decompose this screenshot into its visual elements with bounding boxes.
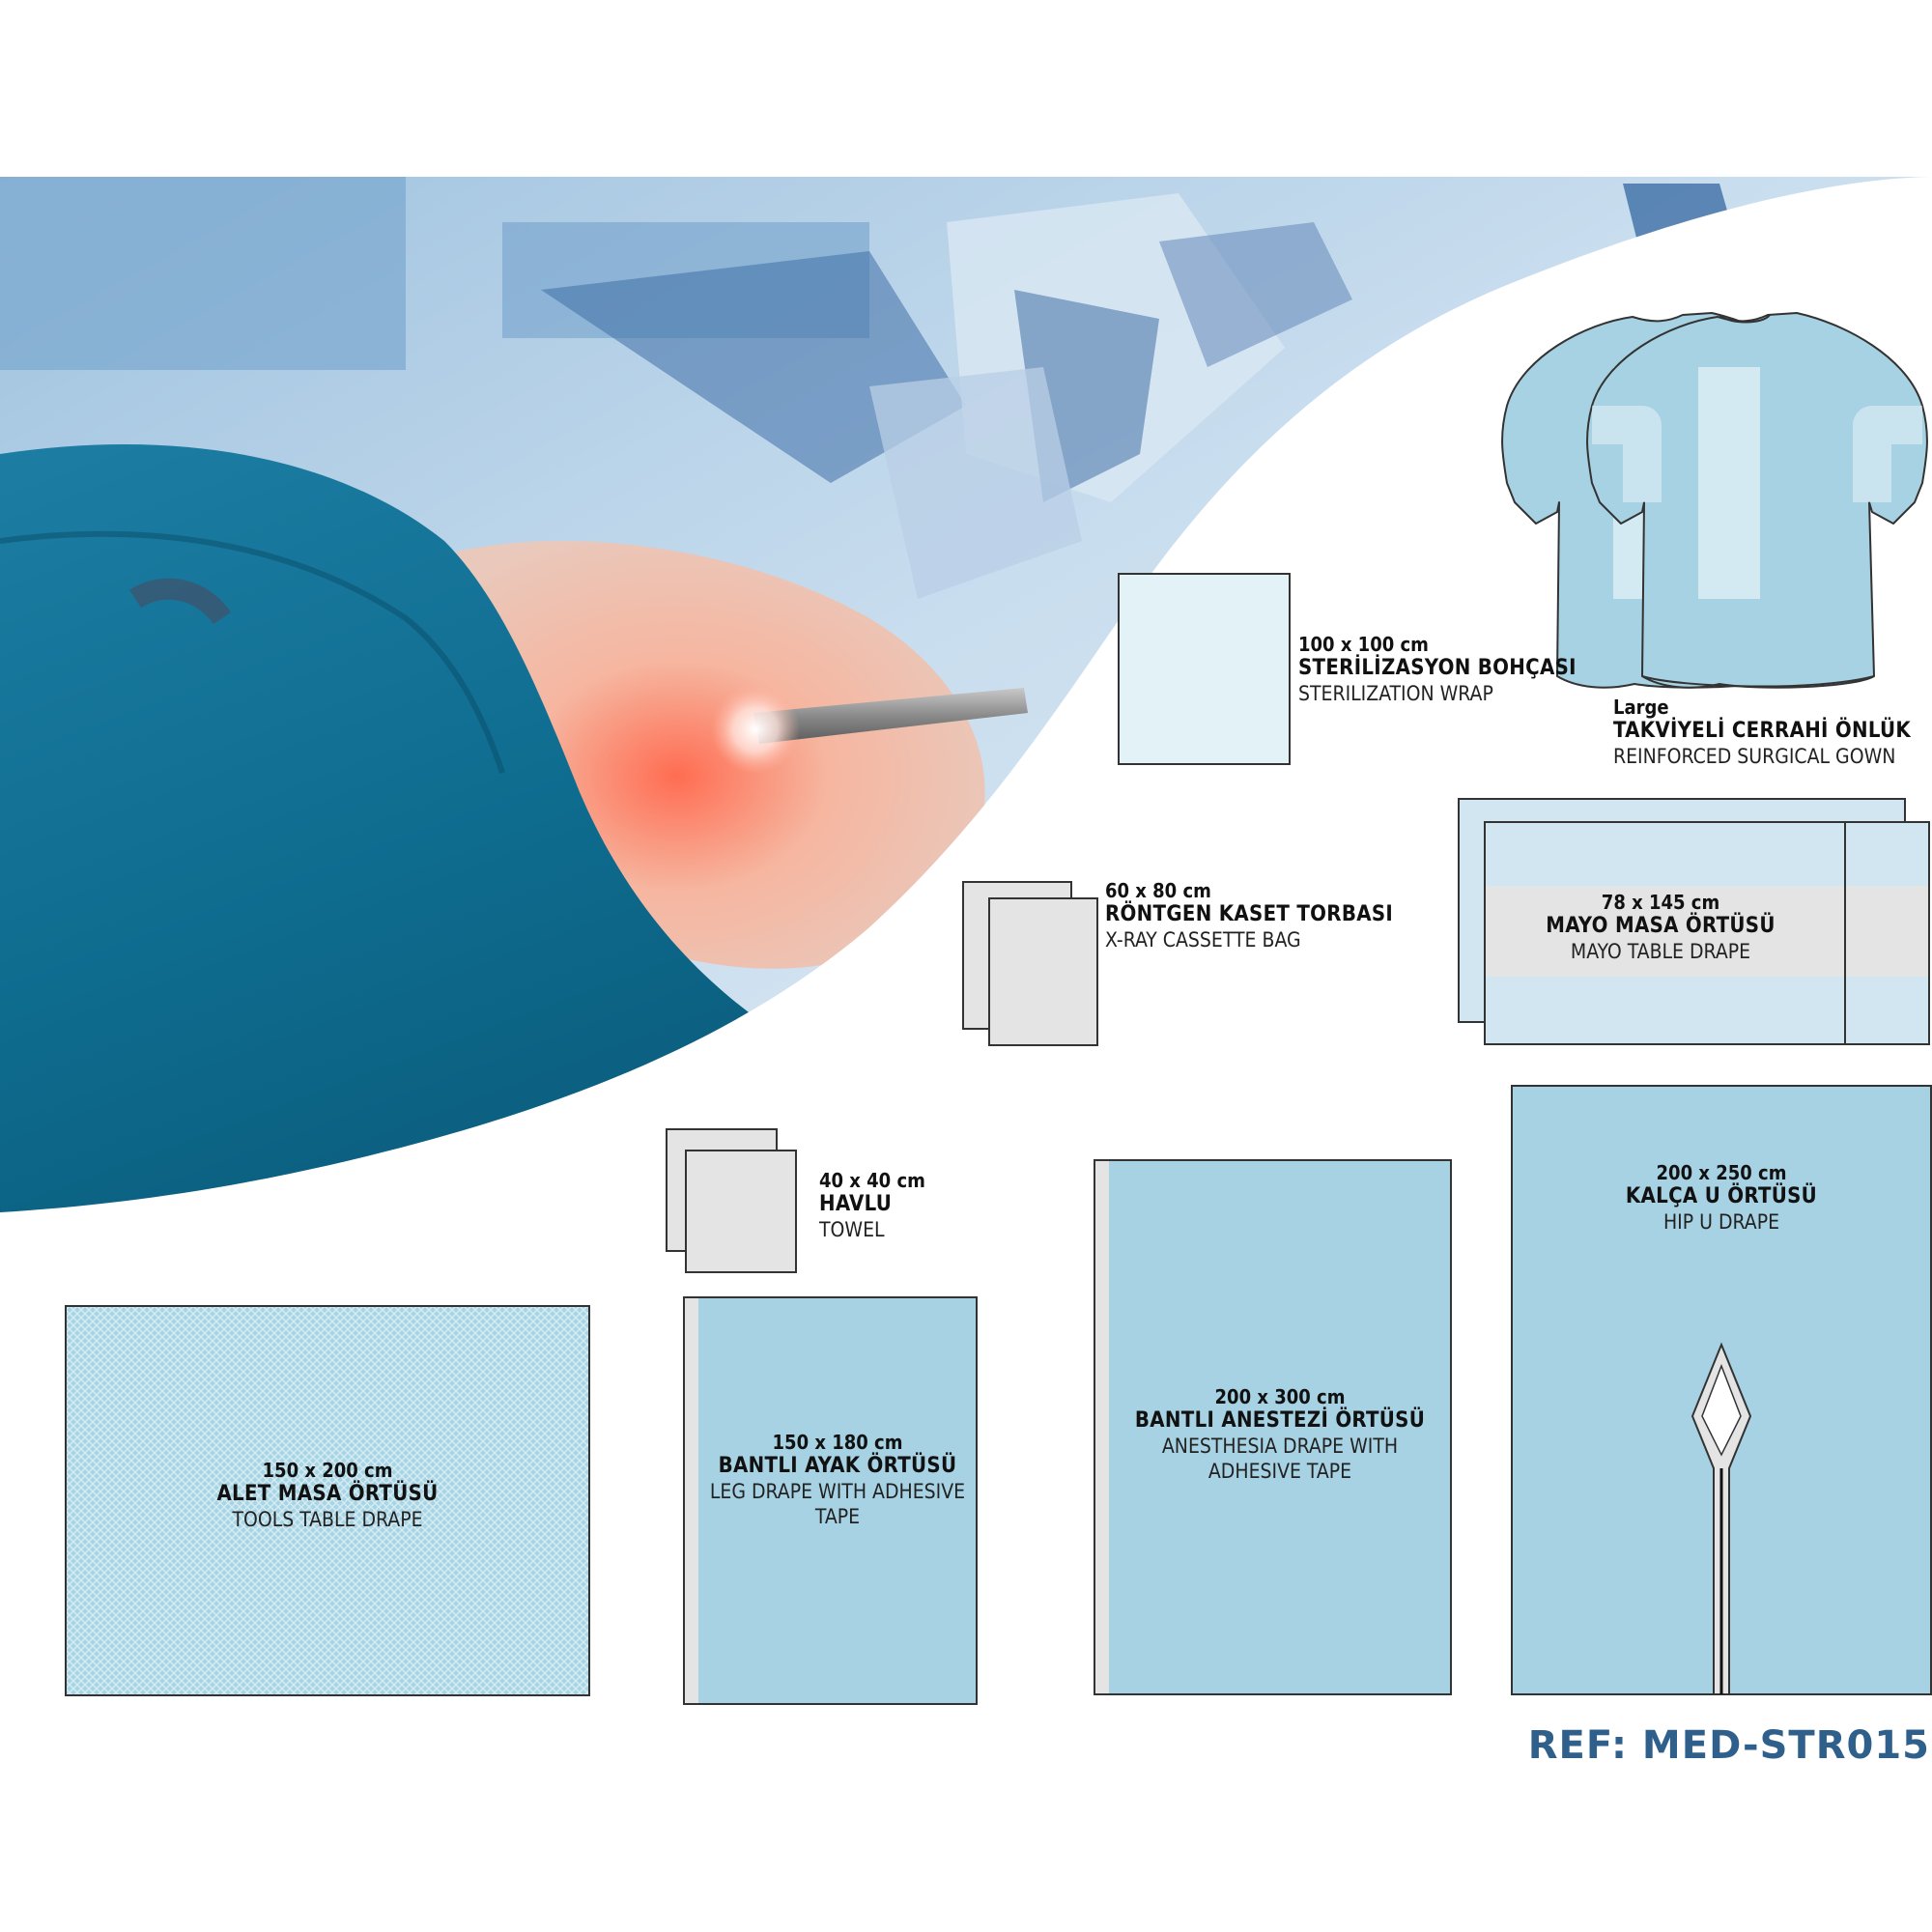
product-name-tr: RÖNTGEN KASET TORBASI [1105,902,1394,927]
product-name-en: REINFORCED SURGICAL GOWN [1613,745,1896,769]
hip-u-drape-illustration [1511,1085,1932,1695]
product-name-tr: KALÇA U ÖRTÜSÜ [1625,1184,1818,1209]
reference-code: REF: MED-STR015 [1527,1723,1930,1768]
product-size: 150 x 200 cm [262,1459,393,1482]
surgical-gown-illustration [1501,312,1928,689]
product-name-tr: STERİLİZASYON BOHÇASI [1298,656,1577,681]
leg-drape-illustration [683,1296,978,1705]
product-size: 200 x 300 cm [1214,1385,1346,1408]
xray-cassette-bag-label: 60 x 80 cm RÖNTGEN KASET TORBASI X-RAY C… [1105,879,1393,953]
anesthesia-drape-label: 200 x 300 cm BANTLI ANESTEZİ ÖRTÜSÜ ANES… [1109,1385,1451,1484]
product-size: 40 x 40 cm [819,1169,925,1192]
anesthesia-drape-illustration [1094,1159,1452,1695]
product-name-tr: HAVLU [819,1192,893,1217]
product-name-tr: BANTLI ANESTEZİ ÖRTÜSÜ [1134,1408,1426,1434]
product-name-en-line2: ADHESIVE TAPE [1208,1459,1352,1483]
product-name-en: TOWEL [819,1218,885,1242]
product-name-en: X-RAY CASSETTE BAG [1105,928,1301,952]
product-size: 60 x 80 cm [1105,879,1211,902]
product-name-en: TOOLS TABLE DRAPE [232,1508,423,1532]
product-name-tr: BANTLI AYAK ÖRTÜSÜ [718,1454,957,1479]
sterilization-wrap-label: 100 x 100 cm STERİLİZASYON BOHÇASI STERI… [1298,633,1577,707]
mayo-table-drape-illustration [1458,798,1930,1045]
mayo-table-drape-label: 78 x 145 cm MAYO MASA ÖRTÜSÜ MAYO TABLE … [1485,891,1836,965]
sterilization-wrap-illustration [1118,573,1291,765]
xray-cassette-bag-illustration [962,881,1098,1046]
product-name-tr: ALET MASA ÖRTÜSÜ [216,1482,439,1507]
tools-table-drape-label: 150 x 200 cm ALET MASA ÖRTÜSÜ TOOLS TABL… [66,1459,589,1533]
product-name-en: MAYO TABLE DRAPE [1570,940,1751,964]
product-name-en-line1: ANESTHESIA DRAPE WITH [1161,1435,1399,1459]
leg-drape-label: 150 x 180 cm BANTLI AYAK ÖRTÜSÜ LEG DRAP… [698,1431,977,1529]
product-size: 100 x 100 cm [1298,633,1429,656]
towel-label: 40 x 40 cm HAVLU TOWEL [819,1169,925,1243]
surgical-gown-label: Large TAKVİYELİ CERRAHİ ÖNLÜK REINFORCED… [1613,696,1911,770]
product-name-en-line2: TAPE [814,1504,861,1528]
tools-table-drape-illustration [65,1305,590,1696]
product-name-tr: MAYO MASA ÖRTÜSÜ [1546,914,1776,939]
product-name-en: STERILIZATION WRAP [1298,682,1493,706]
product-size: 150 x 180 cm [772,1431,903,1454]
product-name-en-line1: LEG DRAPE WITH ADHESIVE [709,1480,966,1504]
product-size: Large [1613,696,1669,719]
towel-illustration [666,1128,797,1273]
product-size: 78 x 145 cm [1601,891,1720,914]
product-size: 200 x 250 cm [1656,1161,1787,1184]
hip-u-drape-label: 200 x 250 cm KALÇA U ÖRTÜSÜ HIP U DRAPE [1512,1161,1931,1236]
product-name-tr: TAKVİYELİ CERRAHİ ÖNLÜK [1613,719,1912,744]
product-name-en: HIP U DRAPE [1662,1210,1780,1235]
gown-front-icon [1586,312,1928,689]
